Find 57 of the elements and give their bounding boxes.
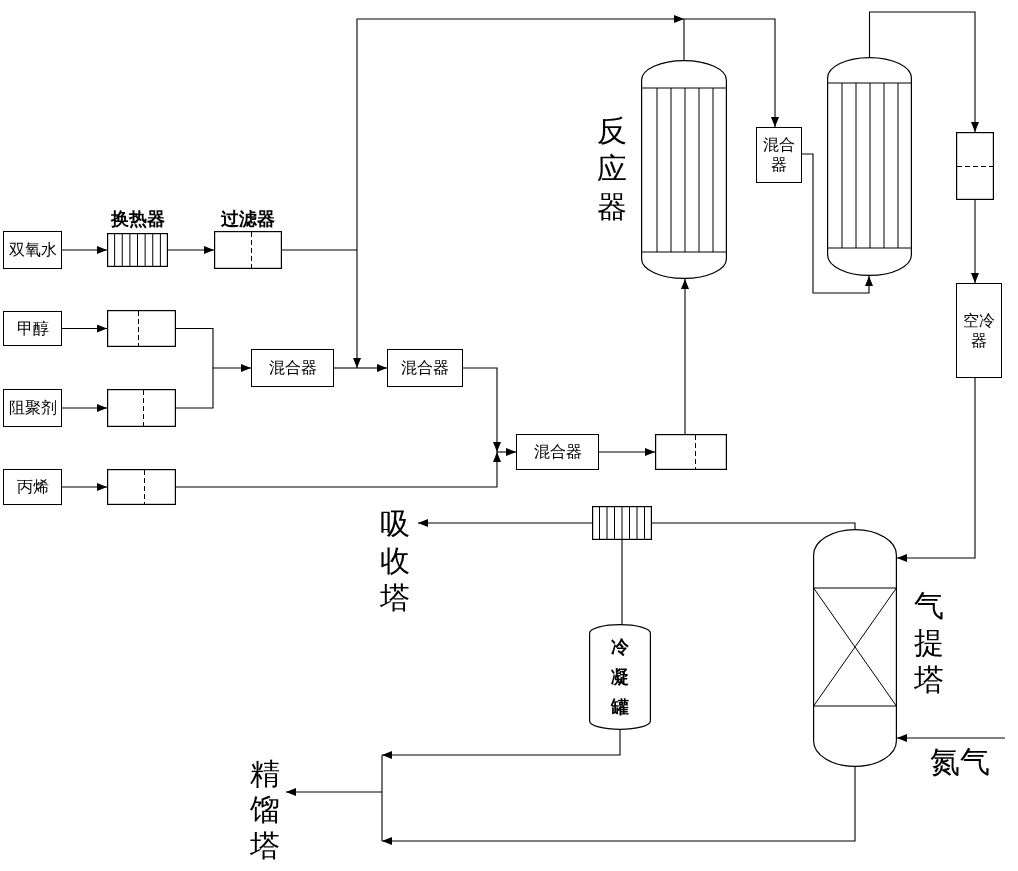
filter-box (655, 434, 727, 470)
arrow (175, 451, 501, 488)
arrow (683, 18, 779, 128)
cooler-box: 空冷器 (956, 283, 1002, 378)
arrow (61, 324, 108, 333)
feed-box: 甲醇 (3, 311, 62, 346)
arrow (61, 246, 108, 254)
arrow (896, 734, 1006, 742)
stream-label: 吸收塔 (380, 505, 418, 616)
feed-box: 丙烯 (3, 469, 62, 505)
mixer-box: 混合器 (251, 349, 334, 387)
mixer-box: 混合器 (387, 349, 463, 387)
arrow (167, 246, 215, 254)
arrow (868, 11, 979, 133)
pipe-line (651, 522, 856, 530)
arrow (896, 377, 976, 562)
arrow (285, 754, 383, 842)
mixer-box: 混合器 (516, 434, 599, 470)
arrow (356, 364, 388, 372)
arrow (681, 278, 689, 435)
arrow (417, 519, 593, 527)
filter-box (956, 132, 994, 200)
arrow (381, 729, 621, 759)
arrow (212, 364, 252, 372)
filter-box (107, 310, 176, 347)
stripping-column (813, 529, 897, 767)
filter-box (107, 469, 176, 505)
filter-box (107, 389, 176, 427)
arrow (353, 249, 361, 369)
arrow (356, 15, 685, 251)
arrow (462, 367, 501, 453)
stream-label: 氮气 (930, 738, 1005, 782)
arrow (61, 404, 108, 412)
stream-label: 精馏塔 (250, 756, 286, 864)
arrow (381, 766, 856, 845)
pipe-line (683, 18, 685, 61)
pipe-line (175, 327, 214, 369)
heat-exchanger (592, 506, 652, 540)
arrow (598, 448, 656, 456)
mixer-box: 混合器 (756, 127, 802, 183)
vessel-label: 气提塔 (914, 587, 945, 698)
arrow (496, 448, 517, 456)
arrow (971, 199, 979, 284)
arrow (801, 153, 873, 294)
pipe-line (333, 367, 358, 369)
reactor-vessel (641, 60, 727, 279)
pipe-line (621, 539, 623, 625)
feed-box: 阻聚剂 (3, 389, 62, 427)
vessel-label: 反应器 (597, 112, 628, 226)
arrow (61, 483, 108, 491)
condensate-tank: 冷凝罐 (589, 624, 651, 730)
equipment-label: 过滤器 (221, 208, 275, 230)
reactor-vessel (827, 57, 912, 276)
feed-box: 双氧水 (3, 231, 62, 269)
pipe-line (281, 249, 358, 251)
pipe-line (175, 367, 214, 409)
equipment-label: 换热器 (110, 208, 165, 230)
